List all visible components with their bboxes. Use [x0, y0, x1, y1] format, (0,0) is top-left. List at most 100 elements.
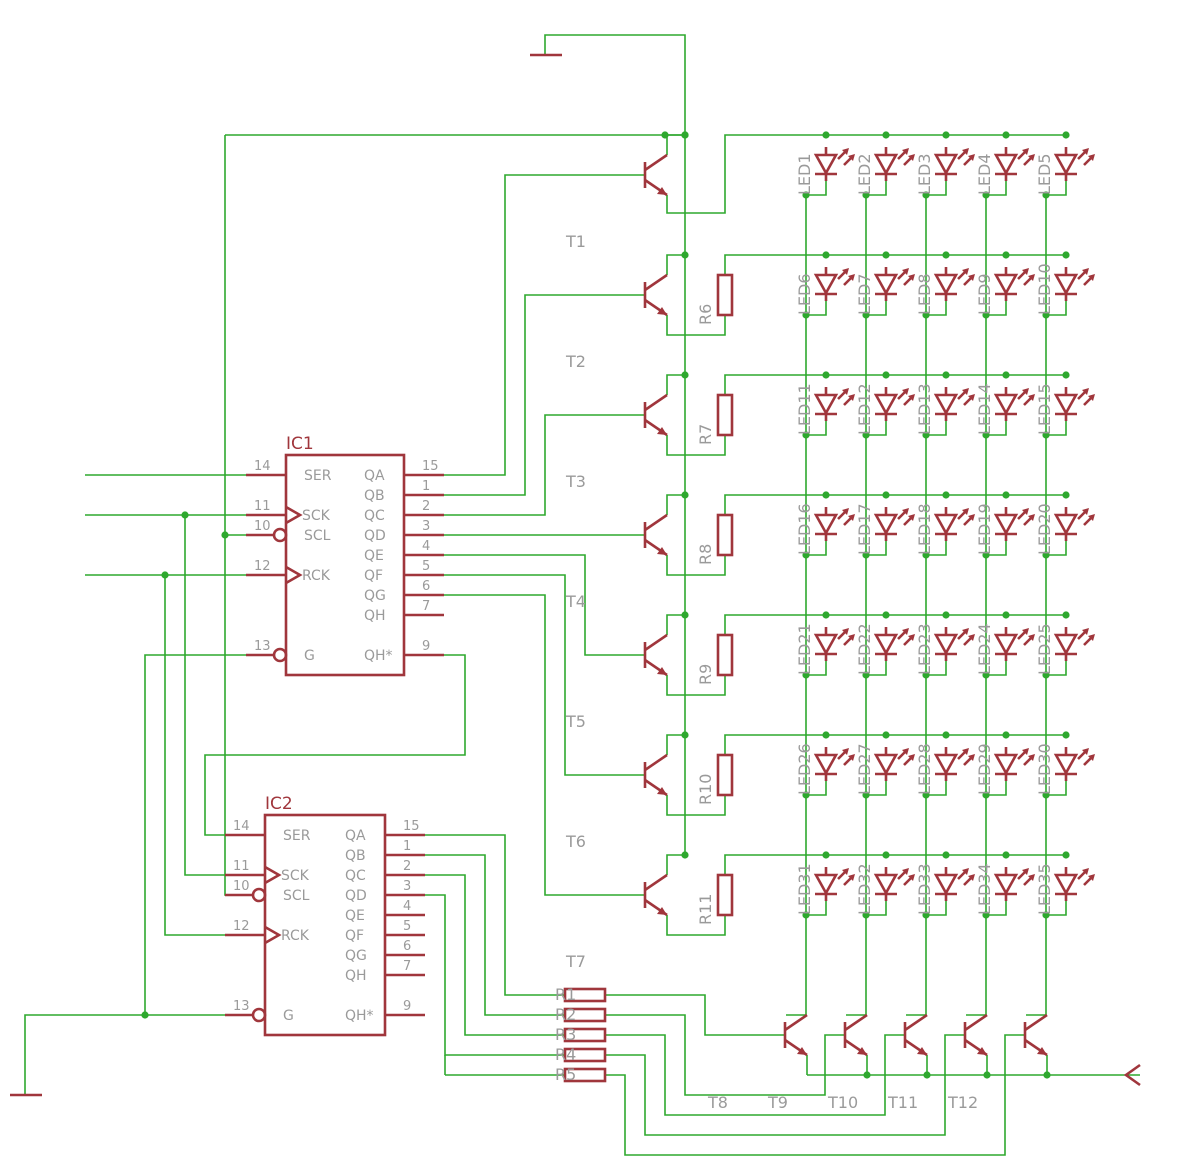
junction-dot — [882, 491, 890, 499]
junction-dot — [942, 731, 950, 739]
ic1-pin-number: 12 — [254, 559, 271, 574]
led-19-label: LED19 — [975, 503, 994, 555]
junction-dot — [922, 671, 930, 679]
junction-dot — [862, 671, 870, 679]
ic2-label: IC2 — [265, 794, 293, 814]
led-29-label: LED29 — [975, 743, 994, 795]
led-17-label: LED17 — [855, 503, 874, 555]
junction-dot — [161, 571, 169, 579]
ic1-pin-qd: QD — [364, 528, 386, 544]
t6-label: T6 — [565, 832, 586, 851]
junction-dot — [1002, 611, 1010, 619]
ic1-pin-number: 7 — [422, 599, 430, 614]
junction-dot — [822, 251, 830, 259]
led-30 — [1053, 747, 1095, 781]
t3-collector — [666, 374, 685, 395]
junction-dot — [802, 191, 810, 199]
led-7-label: LED7 — [855, 273, 874, 315]
ground-arrow — [1123, 1063, 1141, 1087]
junction-dot — [942, 611, 950, 619]
junction-dot — [942, 131, 950, 139]
r11-label: R11 — [696, 894, 715, 925]
led-5 — [1053, 147, 1095, 181]
led-1-label: LED1 — [795, 153, 814, 195]
row-line-3 — [724, 374, 1066, 395]
junction-dot — [181, 511, 189, 519]
led-16-label: LED16 — [795, 503, 814, 555]
ic2-pin-number: 2 — [403, 859, 411, 874]
col-drive-4 — [425, 894, 565, 1056]
led-cathode — [926, 421, 947, 436]
row-drive-7 — [444, 594, 645, 896]
junction-dot — [922, 911, 930, 919]
t7-collector — [666, 854, 685, 875]
led-10 — [1053, 267, 1095, 301]
rck-ic2 — [164, 575, 250, 936]
led-cathode — [866, 181, 887, 196]
ic2-pin-ser: SER — [283, 828, 311, 844]
ic2-pin-scl: SCL — [283, 888, 310, 904]
junction-dot — [862, 791, 870, 799]
junction-dot — [802, 911, 810, 919]
ic1-pin-sck: SCK — [302, 508, 331, 524]
r7-label: R7 — [696, 424, 715, 445]
junction-dot — [862, 311, 870, 319]
ic2-pin-qg: QG — [345, 948, 367, 964]
row-drive-5 — [444, 554, 645, 656]
row-line-4 — [724, 494, 1066, 515]
led-22 — [873, 627, 915, 661]
junction-dot — [822, 731, 830, 739]
led-21 — [813, 627, 855, 661]
led-27 — [873, 747, 915, 781]
ic2-pin-rck: RCK — [281, 928, 310, 944]
row-drive-1 — [444, 174, 645, 476]
led-11-label: LED11 — [795, 383, 814, 435]
junction-dot — [681, 491, 689, 499]
junction-dot — [1062, 251, 1070, 259]
led-cathode — [986, 781, 1007, 796]
led-3 — [933, 147, 975, 181]
junction-dot — [982, 671, 990, 679]
junction-dot — [802, 311, 810, 319]
led-cathode — [1046, 661, 1067, 676]
row-transistor-t5 — [643, 633, 668, 677]
junction-dot — [822, 611, 830, 619]
t1-collector — [666, 134, 685, 155]
led-4-label: LED4 — [975, 153, 994, 195]
led-13-label: LED13 — [915, 383, 934, 435]
ic1-pin-number: 4 — [422, 539, 430, 554]
t11-label: T11 — [887, 1093, 918, 1112]
r10-label: R10 — [696, 774, 715, 805]
row-resistor-r10 — [716, 753, 734, 797]
ic2-pin-qh-star: QH* — [345, 1008, 374, 1024]
junction-dot — [802, 671, 810, 679]
led-cathode — [806, 661, 827, 676]
t2-emitter — [666, 315, 726, 336]
junction-dot — [1062, 371, 1070, 379]
t5-emitter — [666, 675, 726, 696]
junction-dot — [922, 551, 930, 559]
led-cathode — [926, 301, 947, 316]
ic1-pin-number: 6 — [422, 579, 430, 594]
col-base-3 — [605, 1034, 905, 1116]
ic2-pin-number: 11 — [233, 859, 250, 874]
ic1-pin-number: 15 — [422, 459, 439, 474]
junction-dot — [1042, 191, 1050, 199]
labels: IC1SER14SCK11SCL10RCK12G13QA15QB1QC2QD3Q… — [233, 153, 1054, 1112]
led-cathode — [866, 901, 887, 916]
junction-dot — [982, 191, 990, 199]
row-resistor-r7 — [716, 393, 734, 437]
led-16 — [813, 507, 855, 541]
led-21-label: LED21 — [795, 623, 814, 675]
ic2-pin-qb: QB — [345, 848, 366, 864]
ic2-pin-qa: QA — [345, 828, 366, 844]
led-cathode — [926, 781, 947, 796]
ic2-pin-number: 6 — [403, 939, 411, 954]
led-32-label: LED32 — [855, 863, 874, 915]
r3-label: R3 — [555, 1025, 576, 1044]
led-26 — [813, 747, 855, 781]
led-cathode — [1046, 181, 1067, 196]
col-drive-3 — [425, 874, 565, 1036]
led-6-label: LED6 — [795, 273, 814, 315]
r8-label: R8 — [696, 544, 715, 565]
